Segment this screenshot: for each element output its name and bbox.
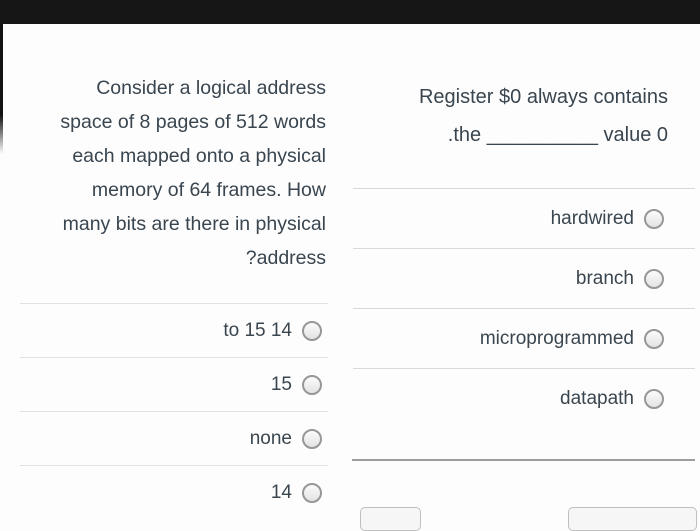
option-label: hardwired	[550, 207, 634, 229]
question-line: Register $0 always contains	[418, 86, 668, 108]
question-line: memory of 64 frames. How	[91, 179, 326, 201]
radio-button-icon[interactable]	[302, 374, 322, 395]
option-label: datapath	[560, 387, 634, 409]
question-2-panel: Register $0 always contains .the _______…	[353, 24, 695, 519]
question-line: space of 8 pages of 512 words	[60, 111, 326, 133]
question-line: each mapped onto a physical	[72, 145, 326, 167]
answer-option-q2-a[interactable]: hardwired	[353, 188, 695, 248]
top-bar	[0, 0, 700, 24]
question-line: ?address	[245, 247, 326, 269]
radio-button-icon[interactable]	[644, 328, 664, 349]
radio-button-icon[interactable]	[302, 428, 322, 449]
left-edge-strip	[0, 24, 3, 154]
question-1-text: Consider a logical address space of 8 pa…	[20, 71, 328, 275]
answer-option-q1-a[interactable]: to 15 14	[20, 303, 328, 357]
radio-button-icon[interactable]	[644, 388, 664, 409]
next-button[interactable]	[568, 507, 697, 531]
answer-option-q2-b[interactable]: branch	[353, 248, 695, 308]
answer-option-q2-d[interactable]: datapath	[353, 368, 695, 428]
option-label: 15	[270, 373, 292, 395]
option-label: none	[249, 427, 292, 449]
answer-option-q1-b[interactable]: 15	[20, 357, 328, 411]
answer-option-q2-c[interactable]: microprogrammed	[353, 308, 695, 368]
question-line: many bits are there in physical	[62, 213, 326, 235]
radio-button-icon[interactable]	[302, 482, 322, 503]
radio-button-icon[interactable]	[644, 268, 664, 289]
answer-option-q1-d[interactable]: 14	[20, 465, 328, 519]
question-1-panel: Consider a logical address space of 8 pa…	[20, 24, 328, 519]
answer-option-q1-c[interactable]: none	[20, 411, 328, 465]
question-2-text: Register $0 always contains .the _______…	[353, 78, 695, 154]
option-label: branch	[575, 267, 634, 289]
question-line: .the __________ value 0	[447, 124, 668, 146]
radio-button-icon[interactable]	[644, 208, 664, 229]
section-divider	[352, 459, 695, 461]
radio-button-icon[interactable]	[302, 320, 322, 341]
option-label: to 15 14	[223, 319, 292, 341]
option-label: microprogrammed	[479, 327, 634, 349]
prev-button[interactable]	[360, 507, 421, 531]
question-line: Consider a logical address	[96, 77, 326, 99]
option-label: 14	[270, 481, 292, 503]
